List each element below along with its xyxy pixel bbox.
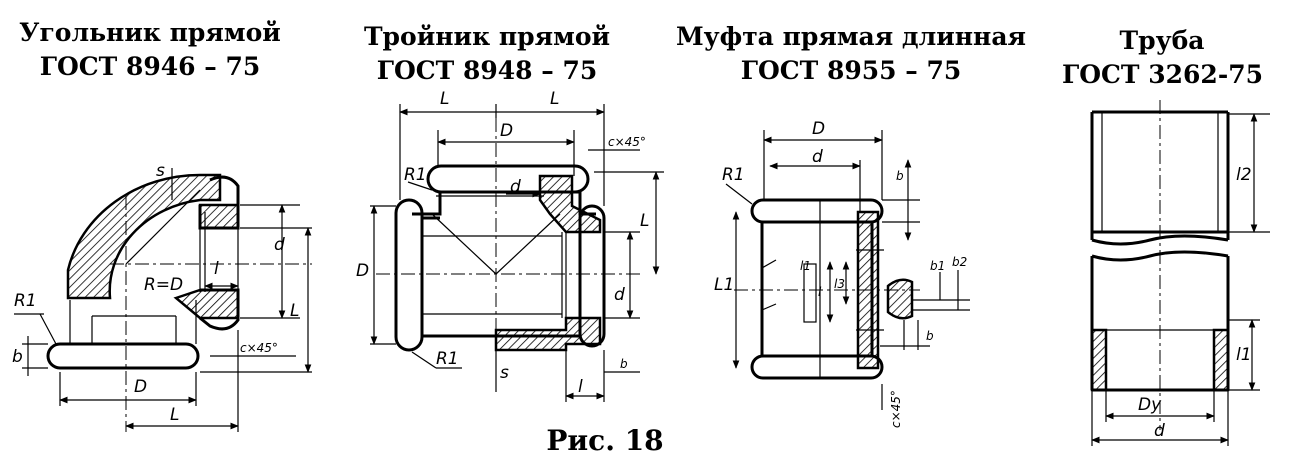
tee-label-R1-bottom: R1 [436,349,459,369]
title-ugolnik-name: Угольник прямой [19,18,281,47]
tee-label-L-side: L [640,211,649,231]
elbow-label-chamfer: c×45° [240,341,278,355]
tee-drawing [370,104,664,402]
coupling-label-b2: b2 [952,255,967,269]
coupling-label-b-small: b [926,329,934,343]
coupling-label-b: b [896,169,904,183]
title-ugolnik: Угольник прямой ГОСТ 8946 – 75 [10,16,290,84]
title-troinik: Тройник прямой ГОСТ 8948 – 75 [352,20,622,88]
tee-label-b: b [620,357,628,371]
pipe-label-l2: l2 [1236,165,1252,185]
elbow-label-R-eq-D: R=D [144,275,183,295]
elbow-label-L-bottom: L [170,405,179,425]
title-truba: Труба ГОСТ 3262-75 [1062,24,1263,92]
elbow-drawing [14,168,312,432]
coupling-label-R1: R1 [722,165,745,185]
coupling-label-l: l [818,285,822,299]
coupling-label-d: d [812,147,823,167]
tee-label-s: s [500,363,509,383]
tee-label-chamfer: c×45° [608,135,646,149]
title-troinik-gost: ГОСТ 8948 – 75 [376,56,598,85]
tee-label-l: l [578,377,583,397]
elbow-label-D: D [134,377,147,397]
pipe-drawing [1090,100,1270,446]
coupling-drawing [725,130,970,410]
coupling-label-b1: b1 [930,259,945,273]
elbow-label-b: b [12,347,23,367]
elbow-label-l: l [214,259,219,279]
pipe-label-l1: l1 [1236,345,1252,365]
elbow-label-L-right: L [290,301,299,321]
tee-label-D-top: D [500,121,513,141]
coupling-label-l1: l1 [800,259,811,273]
tee-label-d-right: d [614,285,625,305]
elbow-label-s: s [156,161,165,181]
tee-label-d-inner: d [510,177,521,197]
figure-caption: Рис. 18 [546,424,664,457]
elbow-label-R1: R1 [14,291,37,311]
tee-label-D-left: D [356,261,369,281]
coupling-label-l3: l3 [834,277,845,291]
tee-label-R1-top: R1 [404,165,427,185]
coupling-label-L1: L1 [714,275,734,295]
title-ugolnik-gost: ГОСТ 8946 – 75 [39,52,261,81]
title-mufta-gost: ГОСТ 8955 – 75 [740,56,962,85]
title-truba-gost: ГОСТ 3262-75 [1062,60,1263,89]
title-mufta-name: Муфта прямая длинная [675,22,1027,51]
coupling-label-D: D [812,119,825,139]
title-truba-name: Труба [1119,26,1205,55]
tee-label-L-left: L [440,89,449,109]
title-troinik-name: Тройник прямой [363,22,611,51]
pipe-label-Dy: Dy [1138,395,1162,415]
title-mufta: Муфта прямая длинная ГОСТ 8955 – 75 [668,20,1034,88]
coupling-label-chamfer: c×45° [889,390,903,428]
tee-label-L-right: L [550,89,559,109]
pipe-label-d: d [1154,421,1165,441]
elbow-label-d: d [274,235,285,255]
